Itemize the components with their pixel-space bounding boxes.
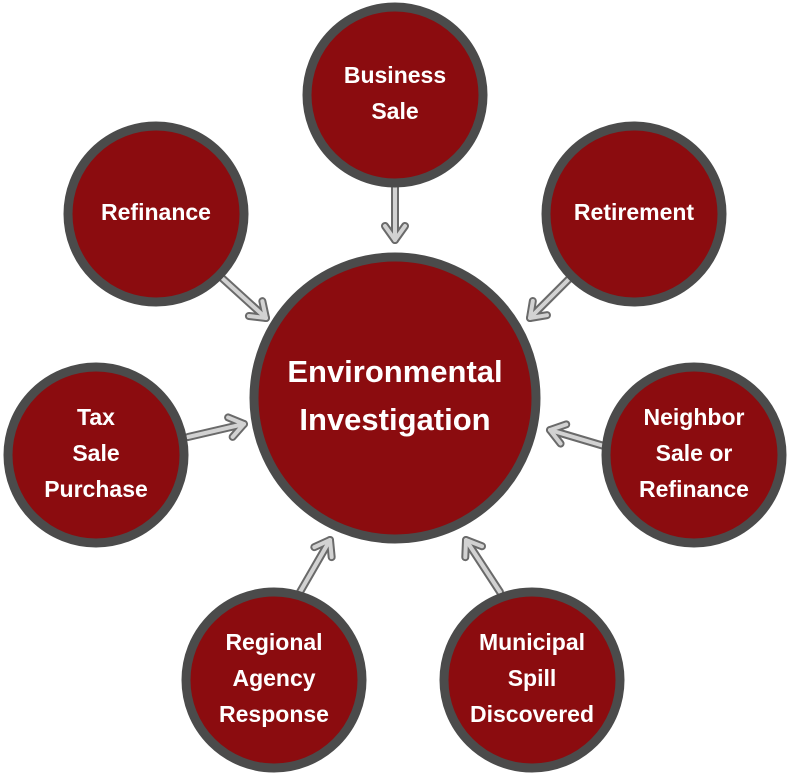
arrow-refinance <box>218 274 270 322</box>
node-tax-sale-purchase-circle <box>3 362 189 548</box>
node-tax-sale-purchase-label-line: Tax <box>77 404 115 430</box>
arrow-neighbor-sale-or-refinance <box>546 420 608 450</box>
node-center-circle <box>249 252 541 544</box>
node-center-label-line: Investigation <box>299 402 490 437</box>
node-neighbor-sale-or-refinance-label-line: Refinance <box>639 476 749 502</box>
node-business-sale-label-line: Sale <box>371 98 418 124</box>
arrow-municipal-spill-discovered <box>461 536 504 596</box>
node-municipal-spill-discovered-label-line: Spill <box>508 665 557 691</box>
node-tax-sale-purchase-label-line: Sale <box>72 440 119 466</box>
node-retirement: Retirement <box>541 121 727 307</box>
node-neighbor-sale-or-refinance-circle <box>601 362 787 548</box>
node-municipal-spill-discovered-circle <box>439 587 625 773</box>
arrow-tax-sale-purchase <box>184 413 248 441</box>
node-municipal-spill-discovered-label-line: Discovered <box>470 701 594 727</box>
node-municipal-spill-discovered-label-line: Municipal <box>479 629 585 655</box>
node-retirement-circle <box>541 121 727 307</box>
node-regional-agency-response-label-line: Agency <box>232 665 315 691</box>
arrow-business-sale <box>381 181 409 244</box>
arrow-retirement <box>526 274 574 322</box>
arrow-regional-agency-response <box>296 536 336 596</box>
arrows-layer <box>184 181 608 596</box>
node-refinance-label-line: Refinance <box>101 199 211 225</box>
node-tax-sale-purchase-label-line: Purchase <box>44 476 148 502</box>
node-neighbor-sale-or-refinance-label-line: Neighbor <box>644 404 745 430</box>
node-neighbor-sale-or-refinance-label-line: Sale or <box>656 440 733 466</box>
node-business-sale-circle <box>302 2 488 188</box>
node-regional-agency-response-circle <box>181 587 367 773</box>
node-regional-agency-response-label-line: Regional <box>225 629 322 655</box>
node-retirement-label-line: Retirement <box>574 199 694 225</box>
node-regional-agency-response-label-line: Response <box>219 701 329 727</box>
node-business-sale-label-line: Business <box>344 62 446 88</box>
node-refinance: Refinance <box>63 121 249 307</box>
node-center-label-line: Environmental <box>287 354 502 389</box>
node-refinance-circle <box>63 121 249 307</box>
